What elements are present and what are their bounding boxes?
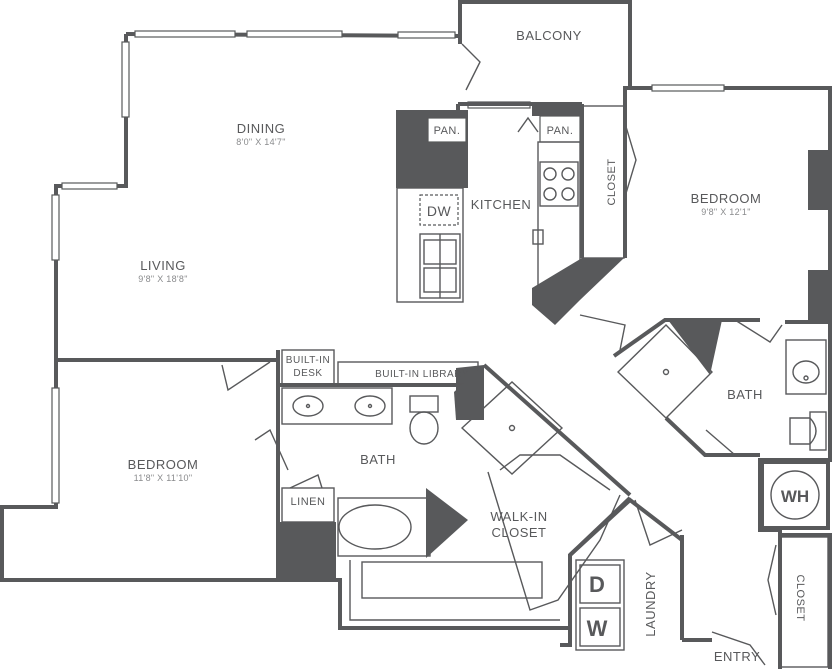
bedroom-right-label: BEDROOM xyxy=(691,191,762,206)
dining-label: DINING xyxy=(237,121,286,136)
pantry-left-label: PAN. xyxy=(434,125,461,137)
interior-walls xyxy=(56,43,832,668)
dining-dimensions: 8'0" X 14'7" xyxy=(236,137,285,147)
kitchen-closet-label: CLOSET xyxy=(606,158,618,205)
dishwasher-label: DW xyxy=(427,203,452,219)
bedroom-left-label: BEDROOM xyxy=(128,457,199,472)
builtin-desk-label-line2: DESK xyxy=(293,368,322,379)
washer-label: W xyxy=(587,616,608,641)
builtin-library-label: BUILT-IN LIBRARY xyxy=(375,369,469,380)
dryer-label: D xyxy=(589,572,605,597)
living-label: LIVING xyxy=(140,258,186,273)
bedroom-right-dimensions: 9'8" X 12'1" xyxy=(701,207,750,217)
bath-left-label: BATH xyxy=(360,452,396,467)
balcony-label: BALCONY xyxy=(516,28,582,43)
kitchen-label: KITCHEN xyxy=(471,197,532,212)
water-heater-label: WH xyxy=(781,487,809,506)
bath-right-label: BATH xyxy=(727,387,763,402)
bedroom-left-dimensions: 11'8" X 11'10" xyxy=(134,473,193,483)
linen-label: LINEN xyxy=(291,496,326,508)
entry-label: ENTRY xyxy=(714,649,760,664)
walkin-closet-label-line1: WALK-IN xyxy=(490,509,547,524)
entry-closet-label: CLOSET xyxy=(794,574,806,621)
laundry-label: LAUNDRY xyxy=(643,571,658,636)
pantry-right-label: PAN. xyxy=(547,125,574,137)
living-dimensions: 9'8" X 18'8" xyxy=(138,274,187,284)
builtin-desk-label-line1: BUILT-IN xyxy=(286,355,330,366)
room-labels: BALCONY DINING 8'0" X 14'7" LIVING 9'8" … xyxy=(128,28,810,664)
walkin-closet-label-line2: CLOSET xyxy=(491,525,546,540)
